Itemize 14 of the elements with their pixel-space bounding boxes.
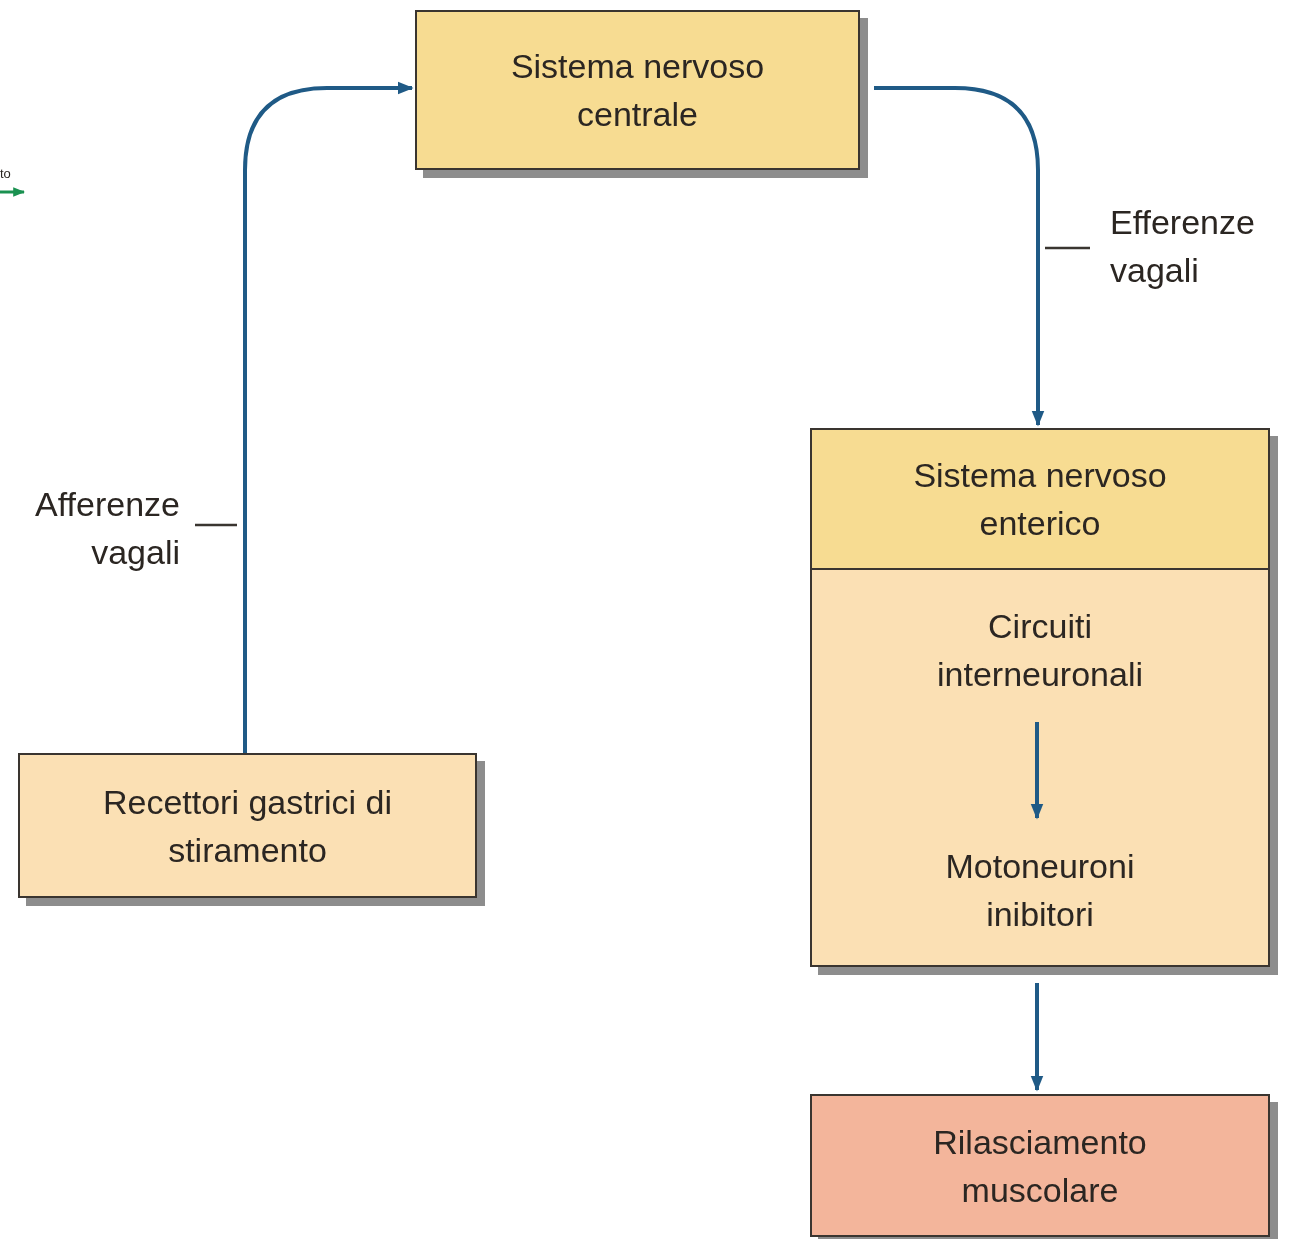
node-label: Sistema nervoso centrale	[509, 46, 766, 135]
node-label: Rilasciamento muscolare	[932, 1121, 1148, 1211]
box-heading: Sistema nervoso enterico	[912, 455, 1168, 544]
header-band	[812, 430, 1268, 570]
arrow	[1030, 722, 1044, 820]
node-label: Motoneuroni inibitori	[944, 846, 1136, 935]
arrow	[243, 81, 414, 753]
arrow	[874, 86, 1045, 427]
text-label: to	[0, 166, 11, 182]
node-label: Circuiti interneuronali	[936, 606, 1144, 695]
edge-label: Afferenze vagali	[34, 484, 180, 573]
edge-label: Efferenze vagali	[1110, 202, 1256, 291]
arrow	[1030, 983, 1044, 1092]
node-label: Recettori gastrici di stiramento	[101, 781, 394, 871]
